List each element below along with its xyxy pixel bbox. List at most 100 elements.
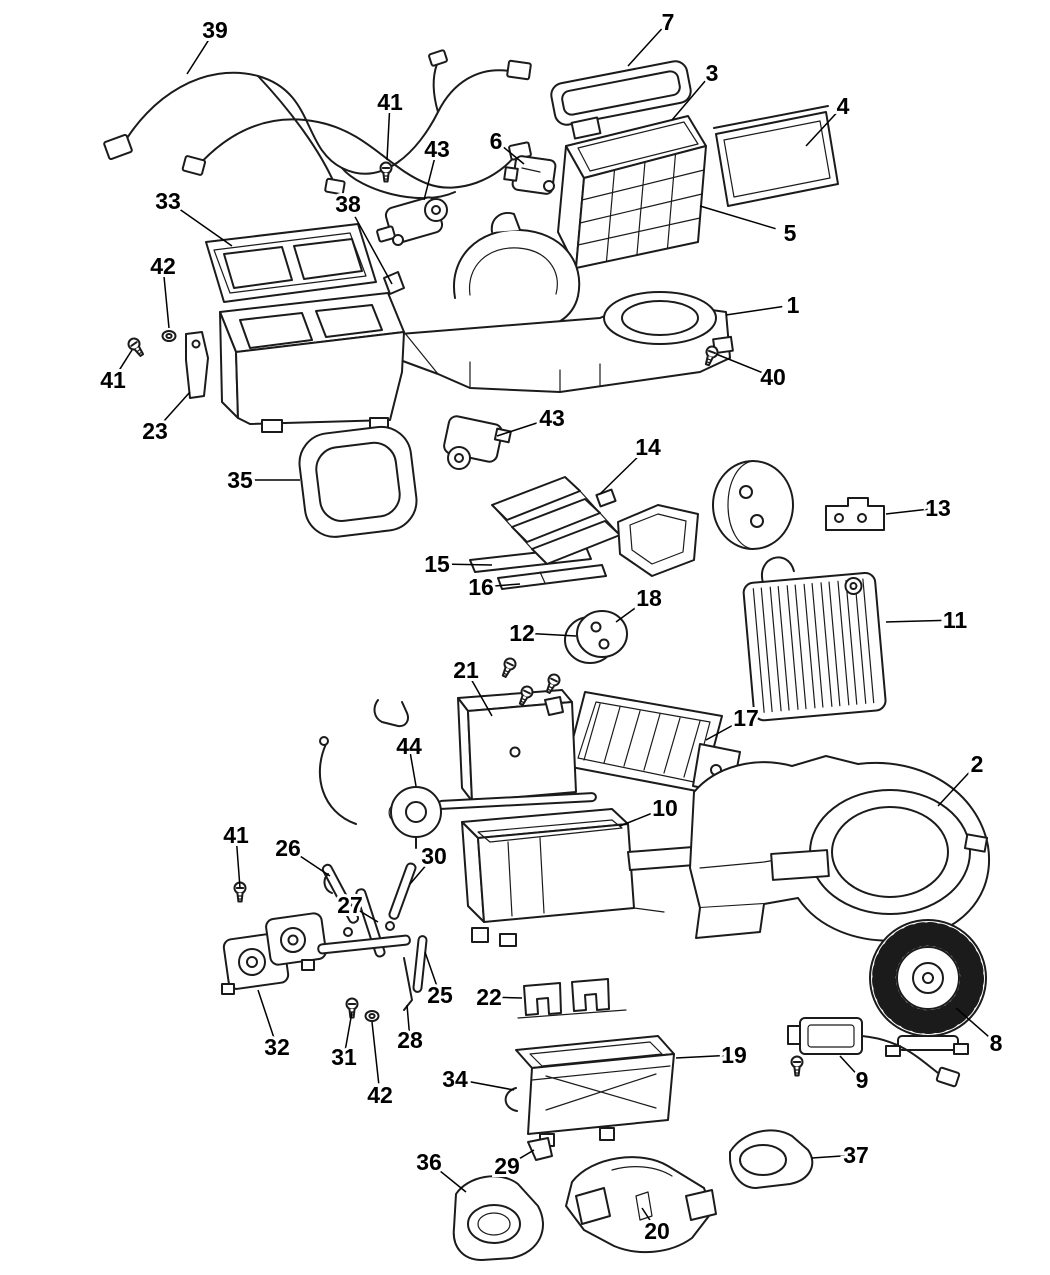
- part-number-35: 35: [227, 467, 253, 493]
- part-13-bracket: [825, 497, 885, 531]
- part-number-43: 43: [539, 405, 565, 431]
- part-number-32: 32: [264, 1034, 290, 1060]
- part-number-22: 22: [476, 984, 502, 1010]
- part-35-seal-ring: [298, 425, 418, 538]
- leader-line-part-22: [494, 996, 523, 999]
- part-number-42: 42: [150, 253, 176, 279]
- washer-42-bottom: [364, 1010, 380, 1022]
- leader-line-part-3: [671, 80, 707, 121]
- part-4-filter-panel: [713, 105, 839, 207]
- part-6-actuator: [503, 155, 557, 195]
- washer-42-left: [161, 330, 177, 342]
- leader-line-part-18: [615, 601, 645, 623]
- part-23-bracket: [185, 331, 209, 399]
- part-number-26: 26: [275, 835, 301, 861]
- part-number-21: 21: [453, 657, 479, 683]
- part-number-17: 17: [733, 705, 759, 731]
- part-number-8: 8: [990, 1030, 1003, 1056]
- leader-line-part-7: [627, 28, 663, 67]
- part-number-15: 15: [424, 551, 450, 577]
- screw-near-21-a: [498, 655, 519, 680]
- part-number-38: 38: [335, 191, 361, 217]
- part-2-blower-housing: [689, 755, 991, 942]
- part-linkage-levers: [317, 862, 428, 1011]
- part-number-12: 12: [509, 620, 535, 646]
- leader-line-part-9: [839, 1055, 860, 1077]
- part-number-16: 16: [468, 574, 494, 600]
- part-9-resistor: [787, 1017, 961, 1088]
- part-19-tray: [504, 1035, 675, 1147]
- leader-line-part-16: [487, 583, 521, 588]
- leader-line-part-14: [599, 453, 641, 495]
- part-number-7: 7: [662, 9, 675, 35]
- part-number-29: 29: [494, 1153, 520, 1179]
- part-29-bracket: [527, 1137, 553, 1161]
- leader-line-part-34: [464, 1080, 515, 1091]
- leader-line-part-32: [257, 989, 275, 1039]
- leader-line-part-44: [409, 752, 417, 787]
- leader-line-part-26: [294, 851, 331, 877]
- part-number-34: 34: [442, 1066, 468, 1092]
- part-number-25: 25: [427, 982, 453, 1008]
- part-20-duct: [565, 1156, 717, 1254]
- part-retainer-clip: [373, 696, 564, 728]
- leader-line-part-30: [409, 859, 431, 885]
- part-33-seal-plate: [205, 223, 377, 303]
- part-11-evaporator-core: [742, 556, 887, 722]
- leader-line-part-23: [160, 391, 191, 426]
- screw-near-9: [790, 1055, 804, 1077]
- leader-line-part-31: [344, 1011, 353, 1050]
- leader-line-part-21: [469, 676, 493, 717]
- part-36-duct: [452, 1175, 544, 1261]
- part-22-brackets: [517, 978, 627, 1019]
- leader-line-part-39: [186, 36, 212, 75]
- leader-line-part-38: [354, 216, 393, 285]
- leader-line-part-17: [705, 720, 740, 741]
- part-number-20: 20: [644, 1218, 670, 1244]
- leader-line-part-2: [937, 770, 972, 807]
- leader-line-part-20: [641, 1207, 656, 1228]
- part-number-37: 37: [843, 1142, 869, 1168]
- leader-line-part-41: [386, 111, 391, 161]
- part-number-1: 1: [787, 292, 800, 318]
- part-number-18: 18: [636, 585, 662, 611]
- leader-line-part-12: [530, 632, 577, 637]
- damper-disc: [712, 460, 794, 550]
- part-number-23: 23: [142, 418, 168, 444]
- part-number-19: 19: [721, 1042, 747, 1068]
- leader-line-part-43: [423, 156, 436, 201]
- leader-line-part-11: [885, 619, 944, 623]
- leader-line-part-33: [177, 207, 233, 247]
- part-number-6: 6: [490, 128, 503, 154]
- leader-line-part-41: [115, 349, 133, 376]
- part-number-40: 40: [760, 364, 786, 390]
- part-number-41: 41: [100, 367, 126, 393]
- part-32-actuator-motors: [221, 912, 327, 995]
- leader-line-part-28: [406, 1004, 411, 1035]
- part-number-28: 28: [397, 1027, 423, 1053]
- part-number-5: 5: [784, 220, 797, 246]
- leader-line-part-5: [699, 205, 776, 230]
- leader-line-part-8: [955, 1007, 991, 1038]
- part-39-wiring-harness: [103, 49, 532, 200]
- leader-line-part-40: [715, 353, 765, 375]
- leader-line-part-41: [235, 843, 241, 889]
- part-number-30: 30: [421, 843, 447, 869]
- part-number-31: 31: [331, 1044, 357, 1070]
- part-18-damper-disc: [564, 610, 628, 664]
- part-44-vacuum-actuator: [318, 736, 442, 849]
- part-21-cover: [437, 689, 597, 810]
- part-number-14: 14: [635, 434, 661, 460]
- part-number-44: 44: [396, 733, 422, 759]
- part-43-actuator-upper: [376, 196, 448, 246]
- part-14-distribution-duct: [491, 460, 794, 577]
- callout-leader-lines: [115, 28, 991, 1228]
- part-number-36: 36: [416, 1149, 442, 1175]
- part-number-10: 10: [652, 795, 678, 821]
- leader-line-part-6: [500, 144, 525, 165]
- part-1-heater-housing: [219, 212, 734, 433]
- leader-line-part-42: [371, 1021, 380, 1084]
- part-number-11: 11: [943, 607, 968, 633]
- part-number-42: 42: [367, 1082, 393, 1108]
- leader-line-part-13: [885, 508, 930, 515]
